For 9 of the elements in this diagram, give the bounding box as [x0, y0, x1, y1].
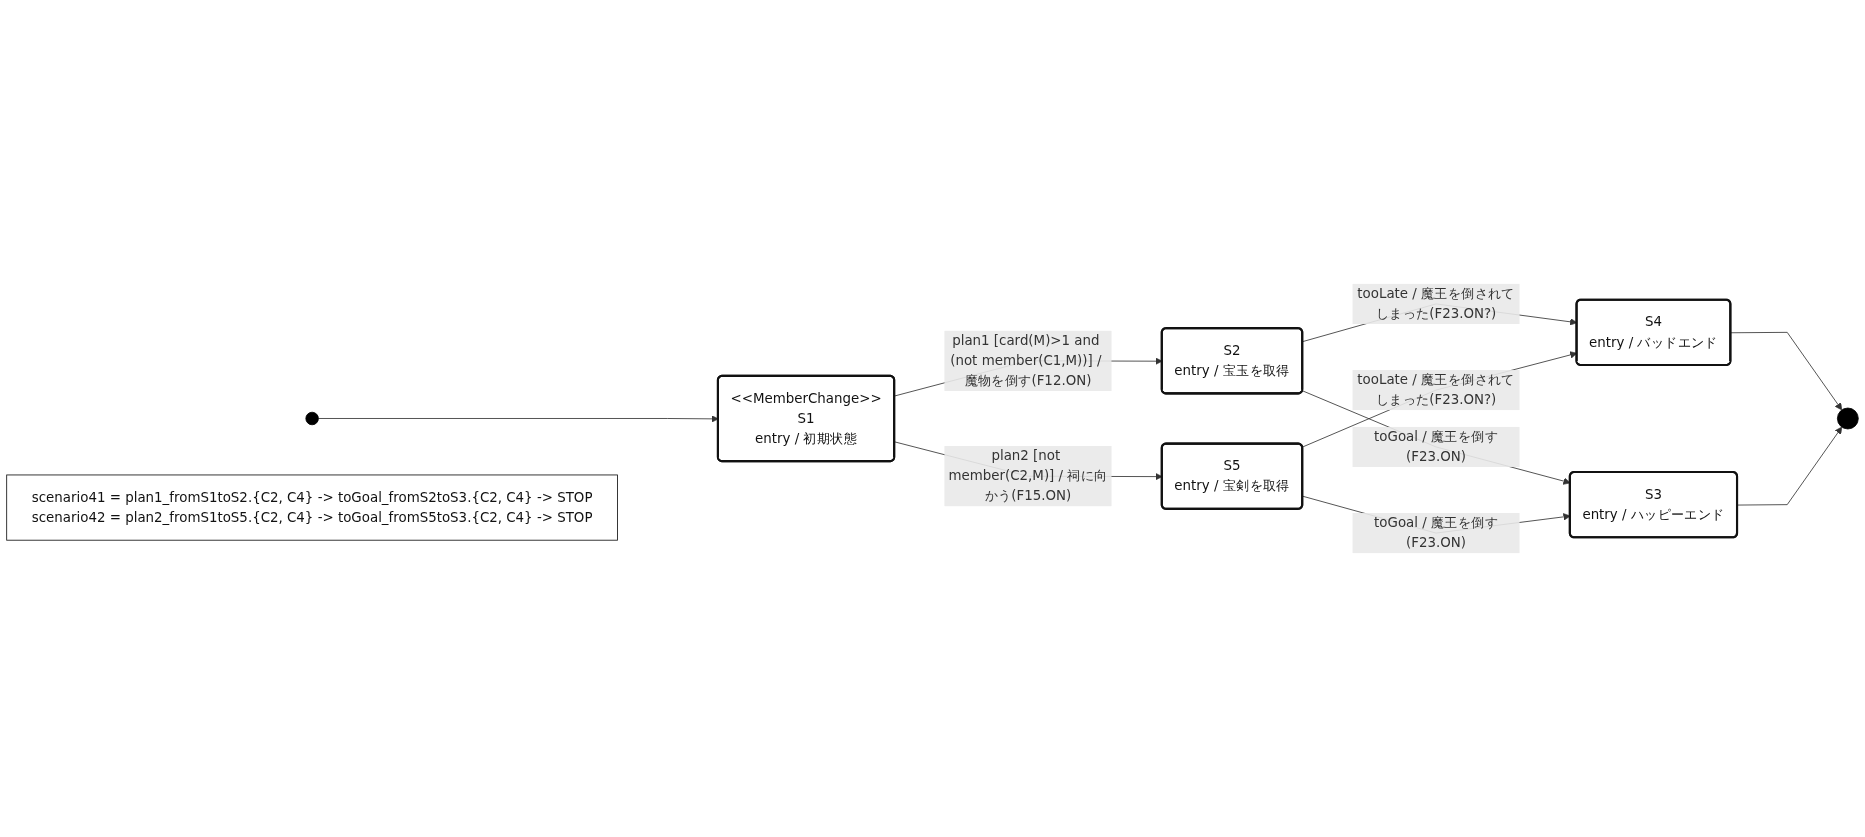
edge-label: tooLate / 魔王を倒されてしまった(F23.ON?): [1357, 285, 1515, 322]
edge-label: toGoal / 魔王を倒す(F23.ON): [1374, 514, 1498, 551]
node-box: scenario41 = plan1_fromS1toS2.{C2, C4} -> toGoal_fromS2toS3.{C2, C4} -> STOP scenario42 = plan2_fromS1toS5.{C2, C4} -> toGoal_fromS5toS3.{C2, C4} -> STOP: [6, 474, 618, 541]
node-circle: [305, 411, 319, 426]
edge-label: tooLate / 魔王を倒されてしまった(F23.ON?): [1357, 371, 1515, 408]
node-circle: [1837, 407, 1859, 430]
edge-label: plan1 [card(M)>1 and (not member(C1,M))] / 魔物を倒す(F12.ON): [950, 332, 1102, 389]
edge-label: toGoal / 魔王を倒す(F23.ON): [1374, 428, 1498, 465]
edge-label: plan2 [not member(C2,M)] / 祠に向かう(F15.ON): [948, 447, 1108, 504]
